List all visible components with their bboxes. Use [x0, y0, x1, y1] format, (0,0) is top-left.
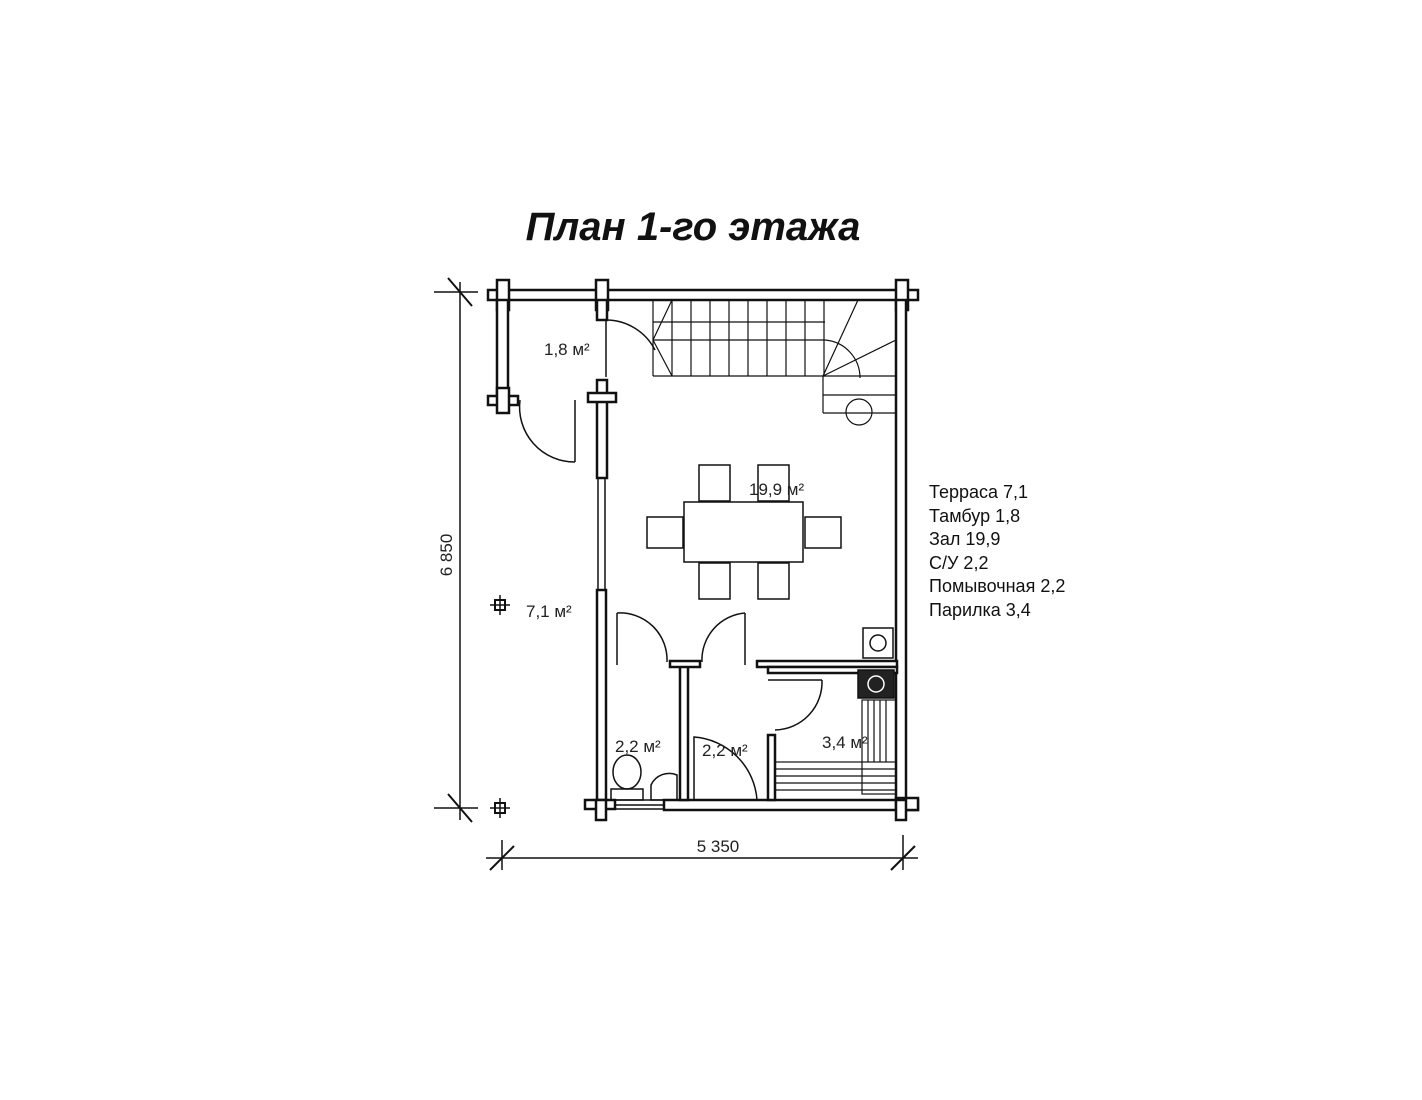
plan-title: План 1-го этажа: [525, 205, 861, 249]
legend-item: Терраса 7,1: [929, 482, 1029, 502]
legend-item: Тамбур 1,8: [929, 505, 1021, 526]
terrace-area: 7,1 м²: [526, 602, 572, 621]
dimension-lines: [434, 277, 918, 871]
dining-table: [683, 501, 804, 563]
wash-area: 2,2 м²: [702, 741, 748, 760]
legend-item: Помывочная 2,2: [929, 576, 1066, 596]
legend-item: Зал 19,9: [929, 529, 1001, 549]
walls: [486, 278, 920, 822]
sauna-stove-icon: [857, 627, 895, 699]
window: [597, 478, 665, 810]
toilet-icon: [610, 754, 678, 801]
height-dimension: 6 850: [437, 534, 456, 577]
area-legend: Терраса 7,1 Тамбур 1,8 Зал 19,9 С/У 2,2 …: [929, 481, 1065, 622]
wc-area: 2,2 м²: [615, 737, 661, 756]
legend-item: Парилка 3,4: [929, 599, 1031, 620]
hall-area: 19,9 м²: [749, 480, 804, 499]
legend-item: С/У 2,2: [929, 552, 989, 573]
doors: [518, 319, 823, 731]
staircase[interactable]: [652, 299, 897, 426]
chairs: [646, 464, 842, 600]
sauna-bench: [774, 699, 897, 801]
shower-tray: [693, 736, 758, 801]
vestibule-area: 1,8 м²: [544, 340, 590, 359]
width-dimension: 5 350: [697, 837, 740, 856]
sauna-area: 3,4 м²: [822, 733, 868, 752]
terrace-post: [490, 595, 510, 818]
